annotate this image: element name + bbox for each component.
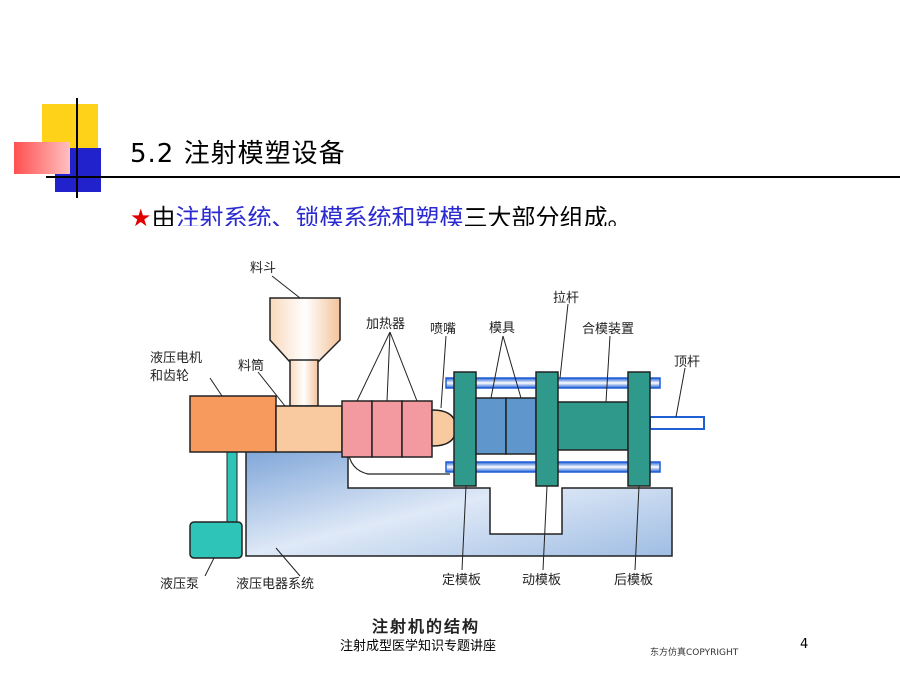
heater-1 (341, 400, 373, 458)
label-fixed-platen: 定模板 (442, 573, 481, 588)
label-ejector: 顶杆 (674, 355, 700, 370)
nozzle (431, 409, 457, 447)
hydraulic-pump (189, 521, 243, 559)
corner-decoration (0, 0, 120, 200)
bullet-prefix: 由 (151, 204, 176, 226)
diagram-caption: 注射机的结构 (372, 617, 480, 636)
hopper (269, 297, 341, 363)
label-tie-bar: 拉杆 (553, 291, 579, 306)
hydraulic-motor (189, 395, 277, 453)
red-square (14, 142, 70, 174)
label-nozzle: 喷嘴 (430, 322, 456, 337)
label-heater: 加热器 (366, 317, 405, 332)
rear-platen (627, 371, 651, 487)
footer-text: 注射成型医学知识专题讲座 (340, 639, 497, 654)
moving-platen (535, 371, 559, 487)
mold-half-moving (505, 397, 537, 455)
watermark: 东方仿真COPYRIGHT (650, 646, 739, 658)
title-underline (120, 176, 900, 178)
label-clamp-device: 合模装置 (582, 322, 634, 337)
mold-half-fixed (475, 397, 507, 455)
vertical-line (76, 98, 78, 198)
fixed-platen (453, 371, 477, 487)
label-hydraulic-system: 液压电器系统 (236, 577, 314, 592)
page-number: 4 (800, 637, 809, 652)
barrel (275, 405, 343, 453)
ejector-rod (649, 416, 705, 430)
label-rear-platen: 后模板 (614, 573, 653, 588)
highlight-link[interactable]: 注射系统、锁模系统和塑模 (175, 204, 464, 226)
bullet-suffix: 三大部分组成。 (463, 204, 632, 226)
heater-2 (371, 400, 403, 458)
pump-pipe (226, 449, 238, 523)
star-icon: ★ (130, 204, 152, 226)
hopper-neck (289, 359, 319, 407)
heater-3 (401, 400, 433, 458)
label-barrel: 料筒 (238, 358, 264, 374)
label-hopper: 料斗 (250, 261, 276, 276)
label-motor-line2: 和齿轮 (150, 369, 189, 384)
label-mold: 模具 (489, 321, 515, 336)
bullet-text: ★由注射系统、锁模系统和塑模三大部分组成。 (130, 198, 632, 226)
page-title: 5.2 注射模塑设备 (130, 139, 346, 169)
clamp-cylinder (557, 401, 629, 451)
horizontal-line (46, 176, 120, 178)
leader-lines (204, 275, 686, 577)
label-moving-platen: 动模板 (522, 573, 561, 588)
hydraulic-base (245, 449, 673, 557)
label-pump: 液压泵 (160, 577, 199, 592)
label-motor-line1: 液压电机 (150, 351, 202, 366)
